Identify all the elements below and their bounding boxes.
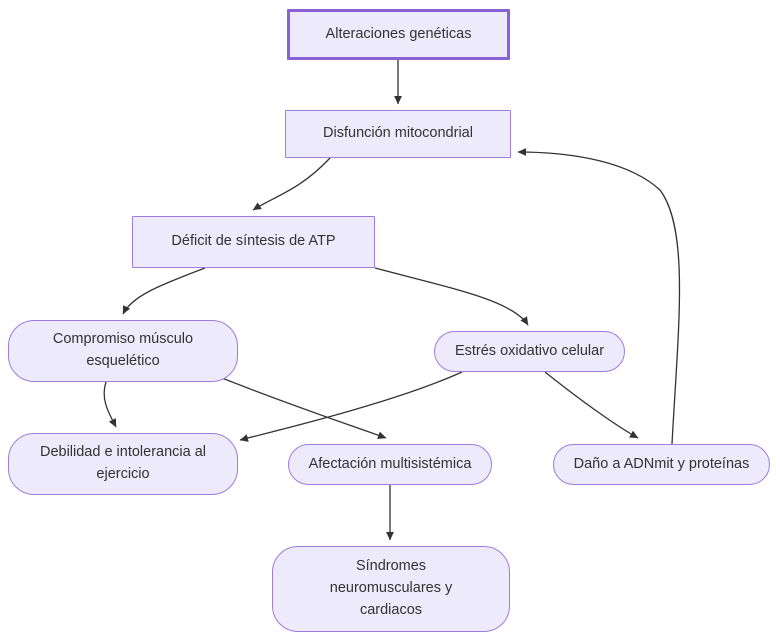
node-n3[interactable]: Déficit de síntesis de ATP	[132, 216, 375, 268]
node-n6[interactable]: Debilidad e intolerancia al ejercicio	[8, 433, 238, 495]
edge-n5-to-n6	[239, 371, 463, 442]
node-n8[interactable]: Daño a ADNmit y proteínas	[553, 444, 770, 485]
node-label: Debilidad e intolerancia al ejercicio	[39, 444, 207, 482]
node-label: Daño a ADNmit y proteínas	[573, 455, 750, 472]
edge-n8-to-n2	[517, 148, 681, 445]
node-label: Compromiso músculo esquelético	[52, 331, 194, 369]
node-n9[interactable]: Síndromes neuromusculares y cardiacos	[272, 546, 510, 632]
node-n7[interactable]: Afectación multisistémica	[288, 444, 492, 485]
node-label: Estrés oxidativo celular	[454, 342, 605, 359]
edge-n5-to-n8	[544, 371, 639, 439]
edge-n3-to-n4	[122, 267, 206, 315]
node-n1[interactable]: Alteraciones genéticas	[287, 9, 510, 60]
edge-n3-to-n5	[374, 267, 529, 326]
edge-n2-to-n3	[252, 157, 331, 211]
node-n4[interactable]: Compromiso músculo esquelético	[8, 320, 238, 382]
edge-n4-to-n7	[221, 377, 387, 439]
node-n5[interactable]: Estrés oxidativo celular	[434, 331, 625, 372]
node-label: Alteraciones genéticas	[325, 25, 472, 42]
node-label: Síndromes neuromusculares y cardiacos	[329, 558, 453, 618]
node-label: Afectación multisistémica	[308, 455, 472, 472]
node-label: Déficit de síntesis de ATP	[171, 233, 336, 250]
node-label: Disfunción mitocondrial	[323, 125, 473, 142]
node-n2[interactable]: Disfunción mitocondrial	[285, 110, 511, 158]
edge-n4-to-n6	[103, 381, 117, 428]
